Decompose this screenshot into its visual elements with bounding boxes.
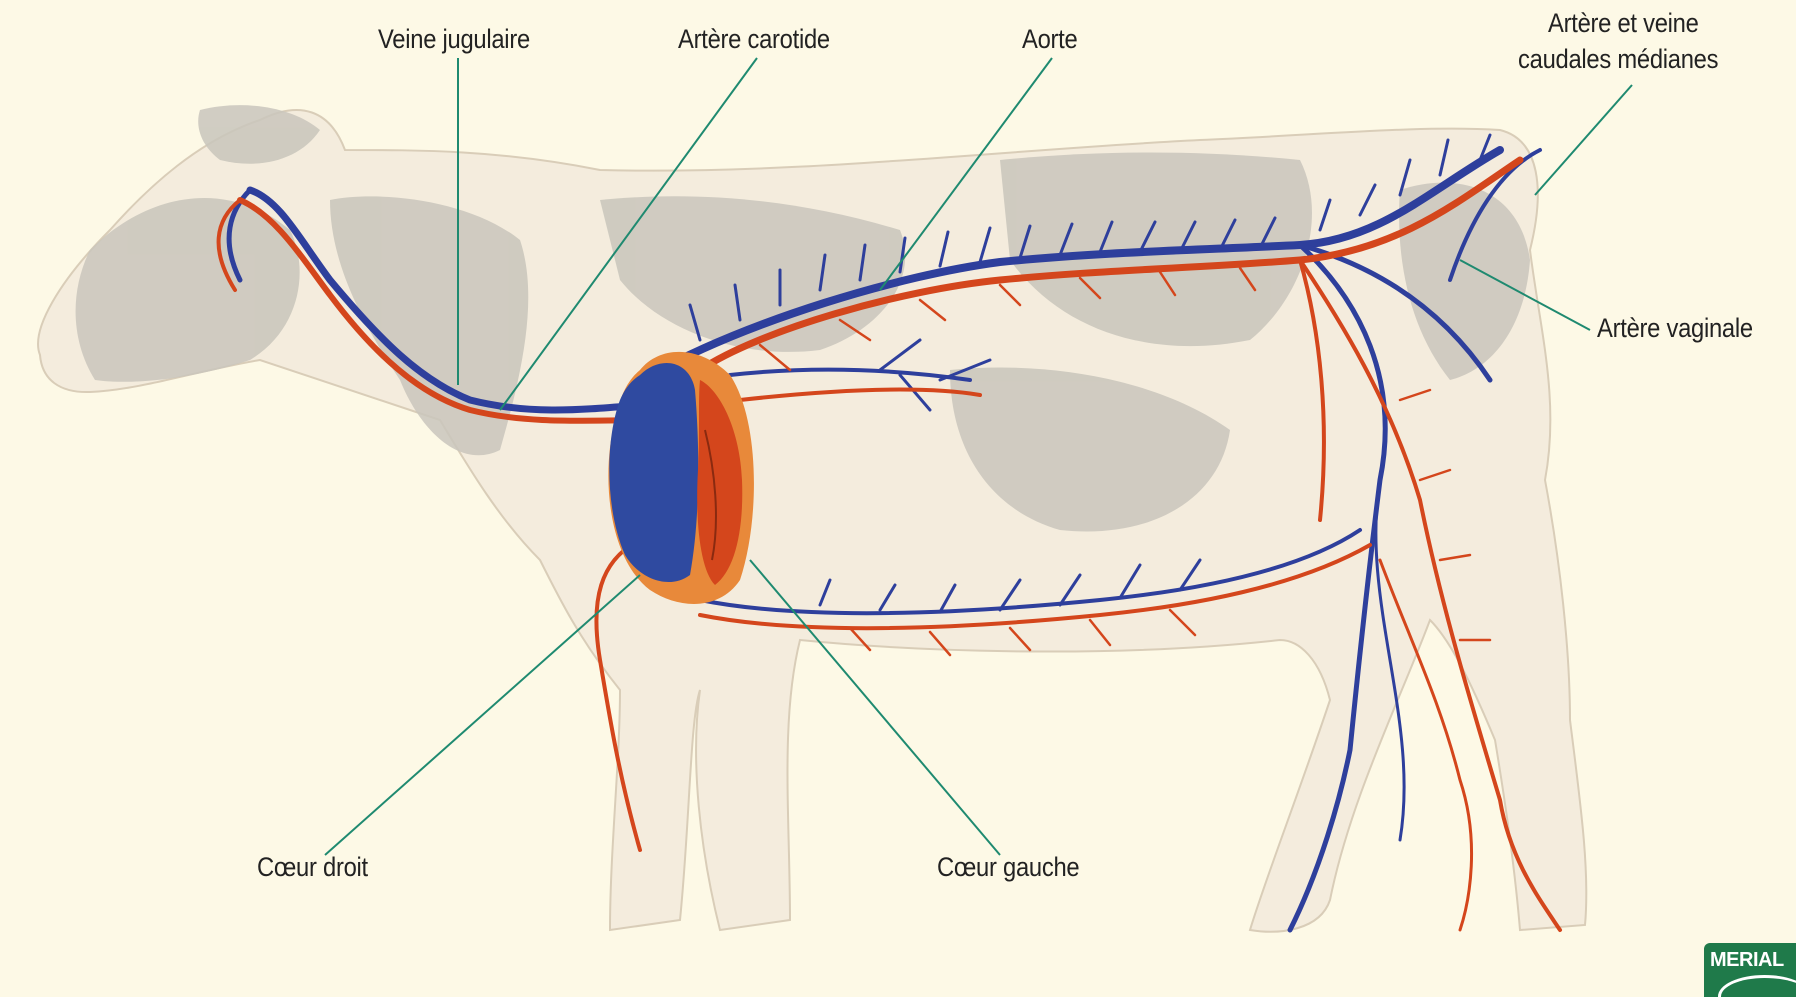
merial-logo-text: MERIAL xyxy=(1710,949,1784,972)
merial-logo: MERIAL xyxy=(1704,943,1796,997)
leader-coeur-droit xyxy=(325,575,640,855)
heart xyxy=(608,352,754,604)
label-artere-vaginale: Artère vaginale xyxy=(1597,313,1753,344)
label-coeur-gauche: Cœur gauche xyxy=(937,852,1079,883)
leader-caudales xyxy=(1535,85,1632,195)
label-caudales-line-1: Artère et veine xyxy=(1548,8,1699,39)
label-coeur-droit: Cœur droit xyxy=(257,852,368,883)
label-artere-carotide: Artère carotide xyxy=(678,24,830,55)
label-aorte: Aorte xyxy=(1022,24,1077,55)
merial-logo-arc xyxy=(1718,975,1796,997)
label-caudales-line-2: caudales médianes xyxy=(1518,44,1718,75)
label-veine-jugulaire: Veine jugulaire xyxy=(378,24,530,55)
